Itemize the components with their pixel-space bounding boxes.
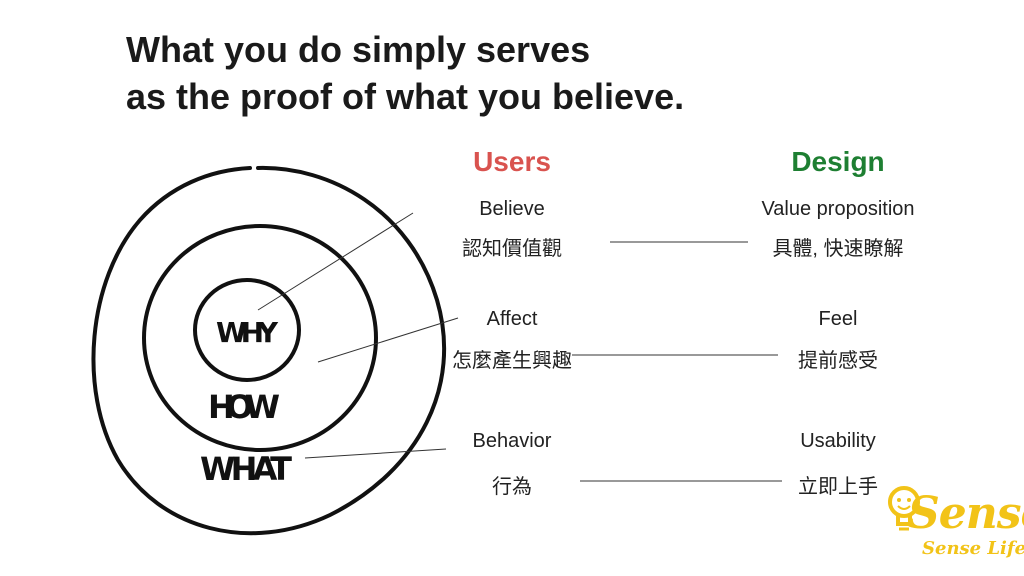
- design-label-feel: Feel: [708, 308, 968, 331]
- how-label: HOW: [208, 388, 280, 426]
- user-label-believe: Believe: [382, 198, 642, 221]
- design-label-value-proposition: Value proposition: [708, 198, 968, 221]
- user-label-behavior: Behavior: [382, 430, 642, 453]
- user-zh-affect: 怎麼產生興趣: [382, 344, 642, 373]
- users-heading: Users: [392, 146, 632, 178]
- design-zh-feel: 提前感受: [708, 344, 968, 373]
- user-zh-behavior: 行為: [382, 470, 642, 499]
- design-zh-value-proposition: 具體, 快速瞭解: [708, 232, 968, 261]
- logo-wordmark: Sense: [908, 488, 1024, 539]
- logo-subtext: Sense Life: [922, 538, 1024, 559]
- design-label-usability: Usability: [708, 430, 968, 453]
- user-zh-believe: 認知價值觀: [382, 232, 642, 261]
- sense-life-logo: Sense Sense Life: [884, 478, 1012, 570]
- what-label: WHAT: [200, 450, 292, 488]
- user-label-affect: Affect: [382, 308, 642, 331]
- design-heading: Design: [718, 146, 958, 178]
- why-label: WHY: [216, 316, 279, 349]
